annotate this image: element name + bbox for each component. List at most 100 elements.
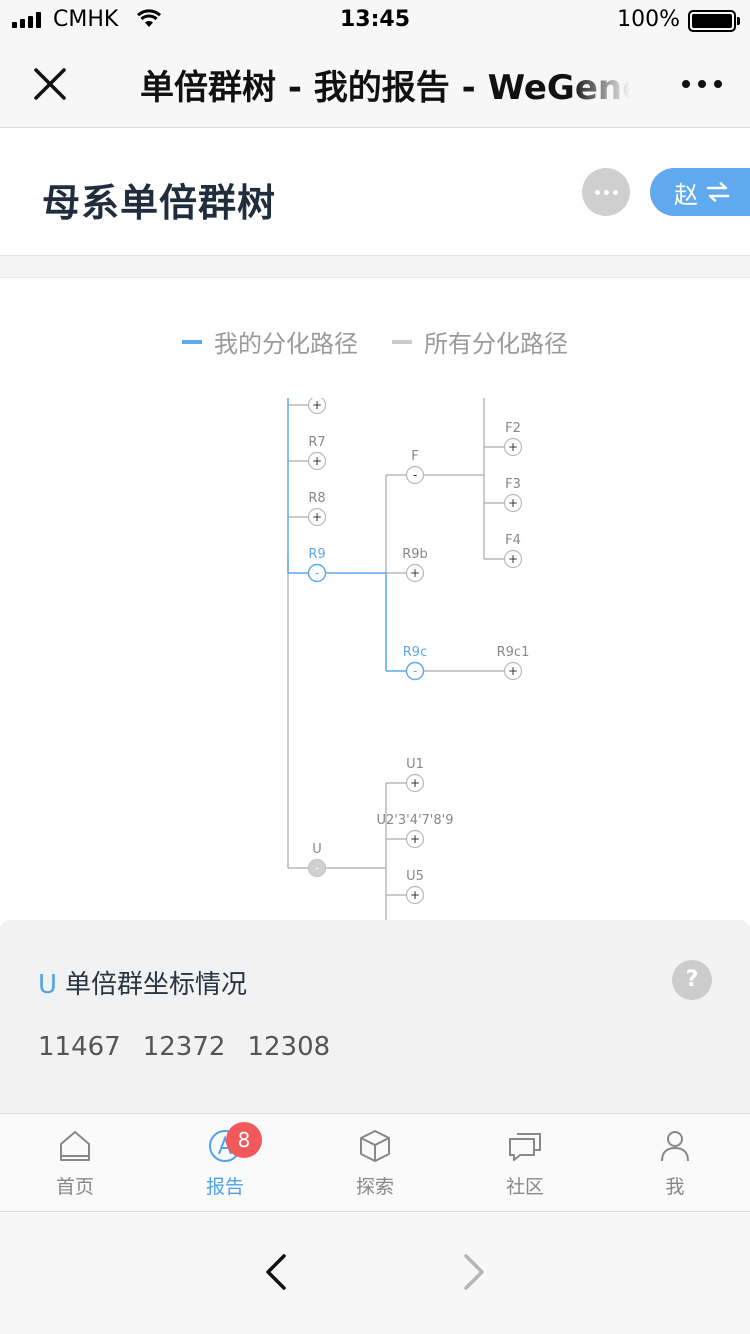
tree-node-r8[interactable]: R8 +	[307, 491, 327, 527]
page-title-bar: 单倍群树 - 我的报告 - WeGene	[140, 68, 630, 108]
svg-text:-: -	[315, 566, 319, 580]
tab-bar: 首页 8 报告 探索 社区 我	[0, 1113, 750, 1211]
tree-node-label: F3	[505, 477, 521, 492]
close-icon[interactable]	[32, 66, 68, 102]
tab-label: 探索	[355, 1176, 394, 1198]
page-title: 母系单倍群树	[42, 181, 277, 225]
tree-node-r7[interactable]: R7 +	[307, 435, 327, 471]
legend-label: 所有分化路径	[424, 330, 568, 358]
more-options-button[interactable]	[682, 80, 722, 88]
svg-text:+: +	[312, 454, 322, 468]
signal-icon	[12, 12, 41, 28]
forward-arrow-icon[interactable]	[456, 1252, 490, 1292]
tab-report[interactable]: 8 报告	[150, 1114, 300, 1211]
legend-item-my-path: 我的分化路径	[182, 324, 358, 359]
back-arrow-icon[interactable]	[260, 1252, 294, 1292]
svg-text:+: +	[410, 566, 420, 580]
tree-node-label: R9c1	[497, 645, 530, 660]
tree-node-label: U1	[406, 757, 424, 772]
svg-text:+: +	[508, 664, 518, 678]
cube-icon	[360, 1130, 390, 1162]
page-header: 母系单倍群树 赵	[0, 128, 750, 256]
svg-text:+: +	[312, 510, 322, 524]
nav-bar: 单倍群树 - 我的报告 - WeGene	[0, 40, 750, 128]
legend-swatch-all-paths	[392, 339, 412, 344]
tab-label: 首页	[55, 1176, 94, 1198]
tree-edges-all	[287, 398, 513, 920]
haplogroup-tree[interactable]: + - R7 + R8 + R9 - F - F2	[0, 398, 750, 920]
help-icon[interactable]: ?	[672, 960, 712, 1000]
info-heading-text: 单倍群坐标情况	[65, 970, 248, 1000]
tab-me[interactable]: 我	[600, 1114, 750, 1211]
tree-node-r9c1[interactable]: R9c1 +	[497, 645, 530, 681]
tree-node-label: R7	[308, 435, 325, 450]
tree-node-u2[interactable]: U2'3'4'7'8'9 +	[376, 813, 454, 849]
tree-node-u5[interactable]: U5 +	[405, 869, 425, 905]
tab-label: 社区	[505, 1176, 544, 1198]
tree-node-label: U5	[406, 869, 424, 884]
tab-label: 报告	[205, 1176, 244, 1198]
chat-icon	[509, 1133, 541, 1161]
tree-node-u1[interactable]: U1 +	[405, 757, 425, 793]
tree-node-label: U	[312, 842, 322, 857]
tree-node-label: -	[511, 398, 516, 404]
legend-swatch-my-path	[182, 339, 202, 344]
legend: 我的分化路径 所有分化路径	[0, 324, 750, 359]
tree-node-f2[interactable]: F2 +	[503, 421, 523, 457]
svg-text:+: +	[410, 776, 420, 790]
clock: 13:45	[339, 7, 411, 32]
svg-text:-: -	[413, 468, 417, 482]
tree-node-f3[interactable]: F3 +	[503, 477, 523, 513]
tree-node-r9c[interactable]: R9c -	[403, 645, 427, 681]
coordinate-value: 12308	[247, 1032, 331, 1062]
tree-node-label: F2	[505, 421, 521, 436]
tree-node-label: F4	[505, 533, 521, 548]
tree-node-label: R9c	[403, 645, 427, 660]
tree-node-label: R8	[308, 491, 325, 506]
coordinate-list: 11467 12372 12308	[38, 1032, 330, 1062]
coordinate-value: 11467	[38, 1032, 121, 1062]
tree-node-r9[interactable]: R9 -	[307, 547, 327, 583]
svg-text:-: -	[315, 861, 319, 875]
tree-node-f4[interactable]: F4 +	[503, 533, 523, 569]
section-divider	[0, 256, 750, 278]
status-bar: CMHK 13:45 100%	[0, 0, 750, 40]
user-name: 赵	[674, 180, 698, 209]
svg-text:+: +	[410, 832, 420, 846]
tree-node-u[interactable]: U -	[307, 842, 327, 878]
coordinate-value: 12372	[142, 1032, 226, 1062]
swap-icon	[706, 182, 730, 202]
tree-node-expand[interactable]: +	[307, 398, 327, 415]
battery-percent: 100%	[617, 7, 680, 32]
svg-text:+: +	[508, 496, 518, 510]
tab-explore[interactable]: 探索	[300, 1114, 450, 1211]
tab-home[interactable]: 首页	[0, 1114, 150, 1211]
notification-badge: 8	[226, 1122, 262, 1158]
tree-node-f[interactable]: F -	[405, 449, 425, 485]
haplogroup-name: U	[38, 970, 58, 1000]
tab-community[interactable]: 社区	[450, 1114, 600, 1211]
svg-text:+: +	[410, 888, 420, 902]
tab-label: 我	[665, 1176, 685, 1198]
svg-text:-: -	[413, 664, 417, 678]
tree-node-label: R9	[308, 547, 325, 562]
person-icon	[661, 1131, 689, 1162]
battery-icon	[688, 10, 740, 32]
tree-node-label: R9b	[402, 547, 428, 562]
tree-edges-my-path	[287, 398, 415, 672]
home-icon	[60, 1131, 90, 1161]
more-icon-button[interactable]	[582, 168, 630, 216]
legend-label: 我的分化路径	[214, 330, 358, 358]
haplogroup-tree-panel[interactable]: 我的分化路径 所有分化路径	[0, 278, 750, 920]
browser-nav-bar	[0, 1211, 750, 1334]
svg-text:+: +	[312, 398, 322, 412]
tree-node-label: U2'3'4'7'8'9	[376, 813, 453, 828]
switch-user-button[interactable]: 赵	[650, 168, 750, 216]
legend-item-all-paths: 所有分化路径	[392, 324, 568, 359]
svg-text:+: +	[508, 552, 518, 566]
svg-text:+: +	[508, 440, 518, 454]
tree-node-r9b[interactable]: R9b +	[402, 547, 428, 583]
carrier-name: CMHK	[53, 7, 119, 32]
